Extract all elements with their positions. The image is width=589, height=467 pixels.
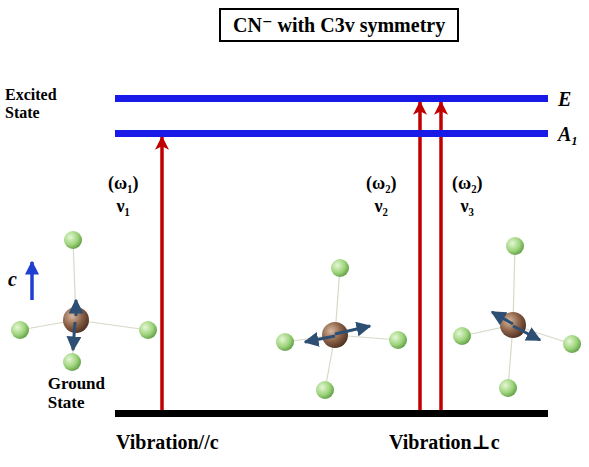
level-label: A₁	[558, 124, 578, 144]
transition-label: (ω₁) ν₁	[108, 172, 139, 219]
excited-level-a1: A₁	[115, 130, 548, 137]
molecule-perpendicular-a	[276, 259, 407, 399]
molecule-perpendicular-b	[453, 237, 581, 397]
transition-arrow	[418, 102, 422, 410]
axis-label: c⃗	[8, 268, 32, 291]
vibration-label: Vibration//c⃗	[116, 431, 234, 454]
state-label: Excited State	[5, 86, 57, 123]
molecule-parallel	[11, 231, 157, 371]
vibration-label: Vibration⊥c⃗	[389, 431, 515, 454]
ground-level: Ground State	[115, 410, 548, 417]
transition-arrow	[439, 102, 443, 410]
level-label: Ground State	[48, 374, 105, 413]
title-box: CN⁻ with C3v symmetry	[219, 8, 459, 42]
level-label: E	[558, 89, 571, 109]
transition-label: (ω₂) ν₂	[366, 172, 397, 219]
transition-arrow	[160, 137, 164, 410]
excited-level-e: E	[115, 95, 548, 102]
transition-label: (ω₂) ν₃	[452, 172, 483, 219]
